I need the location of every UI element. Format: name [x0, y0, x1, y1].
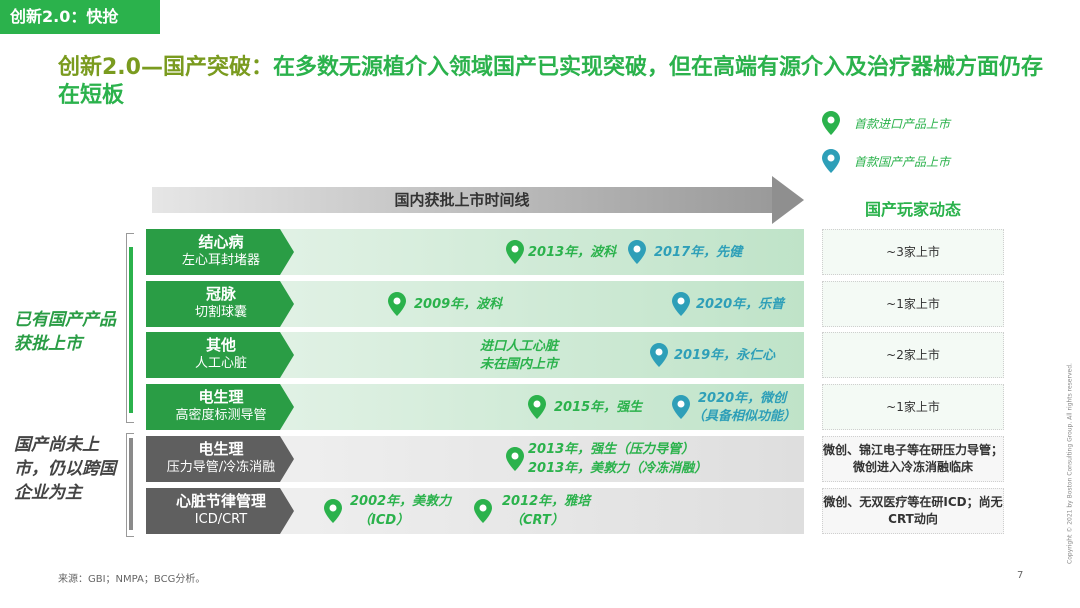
- event-label: 2013年，波科: [528, 245, 617, 260]
- headline-highlight: 创新2.0—国产突破：: [58, 55, 273, 80]
- row-label: 其他 人工心脏: [146, 332, 294, 378]
- map-pin-teal-icon: [650, 343, 668, 367]
- bracket-not-approved: [126, 433, 134, 537]
- category-not-approved: 国产尚未上市，仍以跨国企业为主: [14, 435, 116, 503]
- event-label: （具备相似功能）: [692, 409, 797, 424]
- row-label: 电生理 压力导管/冷冻消融: [146, 436, 294, 482]
- players-header: 国产玩家动态: [864, 200, 961, 219]
- map-pin-green-icon: [388, 292, 406, 316]
- map-pin-green-icon: [506, 240, 524, 264]
- player-status: ~1家上市: [822, 384, 1004, 430]
- timeline-row: 其他 人工心脏 进口人工心脏 未在国内上市 2019年，永仁心: [146, 332, 804, 378]
- timeline-arrow: [152, 187, 772, 213]
- map-pin-teal-icon: [628, 240, 646, 264]
- headline-rest: 在多数无源植介入领域国产已实现突破，但在高端有源介入及治疗器械方面仍存在短板: [58, 55, 1043, 108]
- event-label: 2019年，永仁心: [674, 348, 776, 363]
- map-pin-green-icon: [528, 395, 546, 419]
- event-label: 2002年，美敦力: [350, 494, 452, 509]
- map-pin-teal-icon: [672, 292, 690, 316]
- bracket-approved: [126, 233, 134, 423]
- row-label: 冠脉 切割球囊: [146, 281, 294, 327]
- map-pin-green-icon: [324, 499, 342, 523]
- event-label: 2020年，微创: [698, 391, 787, 406]
- map-pin-teal-icon: [672, 395, 690, 419]
- not-approved-indicator-bar: [129, 438, 133, 530]
- map-pin-green-icon: [506, 447, 524, 471]
- player-status: ~1家上市: [822, 281, 1004, 327]
- page-number: 7: [1017, 570, 1024, 581]
- timeline-row: 心脏节律管理 ICD/CRT 2002年，美敦力 （ICD） 2012年，雅培 …: [146, 488, 804, 534]
- event-label: 2020年，乐普: [696, 297, 785, 312]
- event-label: 进口人工心脏: [480, 339, 559, 354]
- map-pin-teal-icon: [822, 149, 840, 173]
- player-status: ~3家上市: [822, 229, 1004, 275]
- event-label: 2013年，美敦力（冷冻消融）: [528, 461, 708, 476]
- map-pin-green-icon: [474, 499, 492, 523]
- player-status: ~2家上市: [822, 332, 1004, 378]
- page-headline: 创新2.0—国产突破：在多数无源植介入领域国产已实现突破，但在高端有源介入及治疗…: [58, 54, 1048, 110]
- event-label: 2012年，雅培: [502, 494, 591, 509]
- category-approved: 已有国产产品获批上市: [14, 310, 116, 354]
- row-label: 电生理 高密度标测导管: [146, 384, 294, 430]
- timeline-row: 电生理 高密度标测导管 2015年，强生 2020年，微创 （具备相似功能）: [146, 384, 804, 430]
- event-label: 2013年，强生（压力导管）: [528, 442, 695, 457]
- event-label: 2015年，强生: [554, 400, 643, 415]
- timeline-row: 电生理 压力导管/冷冻消融 2013年，强生（压力导管） 2013年，美敦力（冷…: [146, 436, 804, 482]
- section-tag: 创新2.0：快抢: [0, 0, 160, 34]
- timeline-row: 冠脉 切割球囊 2009年，波科 2020年，乐普: [146, 281, 804, 327]
- row-label: 结心病 左心耳封堵器: [146, 229, 294, 275]
- timeline-arrow-head: [772, 176, 804, 224]
- timeline-row: 结心病 左心耳封堵器 2013年，波科 2017年，先健: [146, 229, 804, 275]
- event-label: （CRT）: [510, 513, 564, 528]
- timeline-label: 国内获批上市时间线: [394, 191, 530, 209]
- player-status: 微创、锦江电子等在研压力导管；微创进入冷冻消融临床: [822, 436, 1004, 482]
- approved-indicator-bar: [129, 247, 133, 413]
- map-pin-green-icon: [822, 111, 840, 135]
- event-label: 2017年，先健: [654, 245, 743, 260]
- copyright-note: Copyright © 2021 by Boston Consulting Gr…: [1066, 363, 1074, 564]
- event-label: 2009年，波科: [414, 297, 503, 312]
- player-status: 微创、无双医疗等在研ICD；尚无CRT动向: [822, 488, 1004, 534]
- event-label: 未在国内上市: [480, 357, 559, 372]
- event-label: （ICD）: [358, 513, 410, 528]
- source-note: 来源：GBI；NMPA；BCG分析。: [58, 574, 206, 585]
- row-label: 心脏节律管理 ICD/CRT: [146, 488, 294, 534]
